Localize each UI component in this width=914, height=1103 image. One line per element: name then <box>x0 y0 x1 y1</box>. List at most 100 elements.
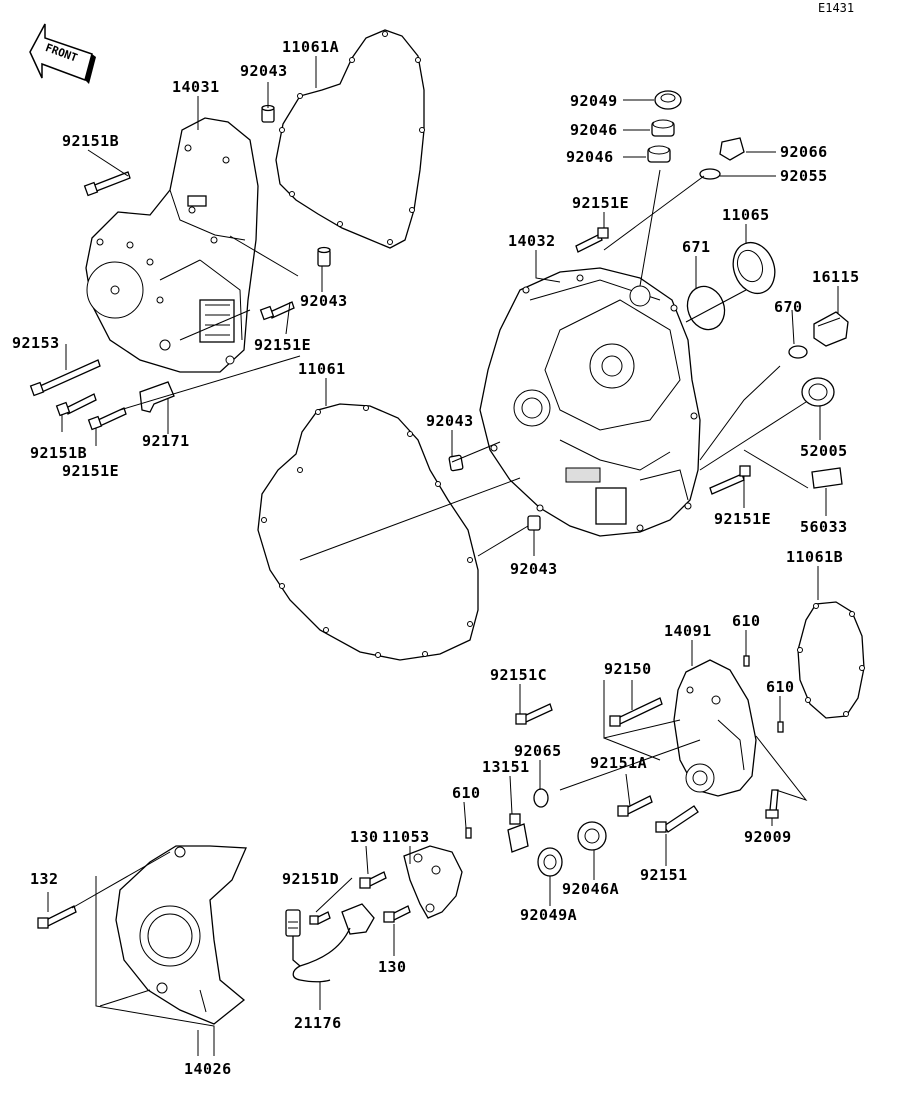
seal-52005 <box>801 377 835 407</box>
label-11061: 11061 <box>298 360 346 378</box>
bolt-132 <box>37 905 77 929</box>
bearing-92046A <box>577 821 607 851</box>
label-92150: 92150 <box>604 660 652 678</box>
bolt-92151B-top <box>83 171 131 197</box>
label-56033: 56033 <box>800 518 848 536</box>
label-52005: 52005 <box>800 442 848 460</box>
bracket-11053 <box>403 845 463 919</box>
pin-610-c <box>465 827 472 839</box>
label-92055: 92055 <box>780 167 828 185</box>
label-92043-top: 92043 <box>240 62 288 80</box>
sensor-21176 <box>285 903 375 983</box>
label-92153: 92153 <box>12 334 60 352</box>
label-130-b: 130 <box>378 958 407 976</box>
label-92151: 92151 <box>640 866 688 884</box>
bolt-92153 <box>29 359 101 397</box>
plug-92066 <box>719 137 745 161</box>
bolt-92009 <box>765 789 779 819</box>
bolt-92151A <box>617 795 653 817</box>
dowel-92043-mid <box>317 246 331 267</box>
label-11053: 11053 <box>382 828 430 846</box>
label-11061A: 11061A <box>282 38 339 56</box>
label-11061B: 11061B <box>786 548 843 566</box>
bolt-130-b <box>383 905 411 923</box>
cover-14032 <box>479 267 701 537</box>
label-610-b: 610 <box>766 678 795 696</box>
bearing-92046-a <box>651 119 675 137</box>
label-610-c: 610 <box>452 784 481 802</box>
bolt-92151D <box>309 911 331 925</box>
front-arrow-icon: FRONT <box>29 23 96 84</box>
label-92043-mid: 92043 <box>300 292 348 310</box>
gasket-11061A <box>275 29 425 249</box>
label-92046-a: 92046 <box>570 121 618 139</box>
bolt-92151E-left <box>259 301 295 321</box>
oring-671 <box>686 285 726 331</box>
washer-92065 <box>533 788 549 808</box>
label-92049: 92049 <box>570 92 618 110</box>
label-670: 670 <box>774 298 803 316</box>
label-92009: 92009 <box>744 828 792 846</box>
dowel-92043-c <box>448 454 464 472</box>
bolt-92151C <box>515 703 553 725</box>
label-92151E-top: 92151E <box>572 194 629 212</box>
bolt-92150 <box>609 697 663 727</box>
label-92066: 92066 <box>780 143 828 161</box>
label-92046-b: 92046 <box>566 148 614 166</box>
cap-11065 <box>732 241 776 295</box>
switch-13151 <box>507 813 529 853</box>
label-130-a: 130 <box>350 828 379 846</box>
label-92065: 92065 <box>514 742 562 760</box>
label-92151C: 92151C <box>490 666 547 684</box>
label-92171: 92171 <box>142 432 190 450</box>
label-16115: 16115 <box>812 268 860 286</box>
label-92043-c: 92043 <box>426 412 474 430</box>
label-132: 132 <box>30 870 59 888</box>
bolt-92151 <box>655 805 699 833</box>
label-671: 671 <box>682 238 711 256</box>
label-92151E-low: 92151E <box>62 462 119 480</box>
dowel-92043-d <box>527 515 541 531</box>
label-11065: 11065 <box>722 206 770 224</box>
label-14031: 14031 <box>172 78 220 96</box>
cover-14031 <box>85 117 259 373</box>
label-92151A: 92151A <box>590 754 647 772</box>
label-14032: 14032 <box>508 232 556 250</box>
bearing-92046-b <box>647 145 671 163</box>
clamp-92171 <box>139 381 175 413</box>
bolt-92151E-top <box>575 227 609 253</box>
oring-92055 <box>699 168 721 180</box>
label-21176: 21176 <box>294 1014 342 1032</box>
pin-610-b <box>777 721 784 733</box>
label-92043-d: 92043 <box>510 560 558 578</box>
bolt-92151E-right <box>709 465 751 495</box>
label-92151D: 92151D <box>282 870 339 888</box>
plug-16115 <box>813 311 849 347</box>
seal-92049 <box>654 90 682 110</box>
part-labels: 11061A 92043 14031 92151B 92043 92151E 9… <box>12 38 860 1078</box>
label-92049A: 92049A <box>520 906 577 924</box>
bolt-130-a <box>359 871 387 889</box>
label-92151E-right: 92151E <box>714 510 771 528</box>
gasket-11061 <box>257 403 479 661</box>
diagram-code: E1431 <box>818 1 854 15</box>
label-92046A: 92046A <box>562 880 619 898</box>
label-14091: 14091 <box>664 622 712 640</box>
oring-670 <box>788 345 808 359</box>
label-610-a: 610 <box>732 612 761 630</box>
label-92151B-top: 92151B <box>62 132 119 150</box>
gasket-11061B <box>797 601 865 719</box>
cover-14026 <box>115 845 247 1025</box>
bolt-92151E-low <box>87 407 127 431</box>
label-13151: 13151 <box>482 758 530 776</box>
label-56033 <box>811 467 843 489</box>
cover-14091 <box>673 659 757 797</box>
leader-lines <box>47 56 839 1056</box>
pin-610-a <box>743 655 750 667</box>
bolt-92151B-low <box>55 393 97 417</box>
label-14026: 14026 <box>184 1060 232 1078</box>
label-92151E-left: 92151E <box>254 336 311 354</box>
seal-92049A <box>537 847 563 877</box>
label-92151B-low: 92151B <box>30 444 87 462</box>
